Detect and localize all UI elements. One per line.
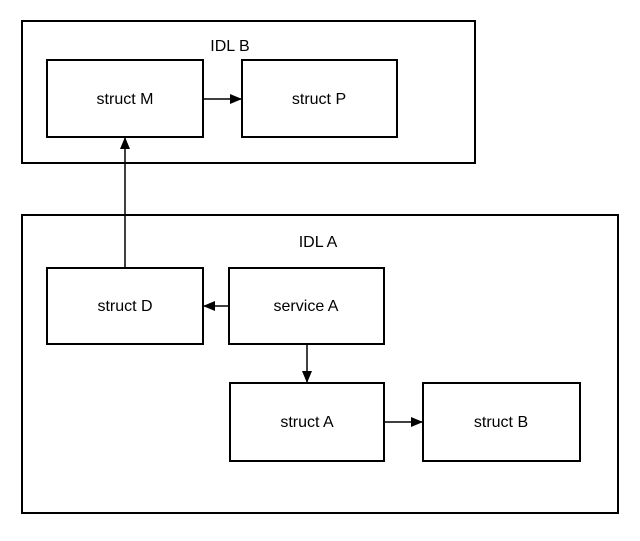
node-struct-b-label: struct B — [474, 414, 528, 431]
container-idl-b-label: IDL B — [210, 38, 249, 55]
node-struct-b — [422, 382, 581, 462]
node-struct-a — [229, 382, 385, 462]
node-struct-m — [46, 59, 204, 138]
node-struct-p — [241, 59, 398, 138]
node-struct-a-label: struct A — [280, 414, 334, 431]
node-service-a-label: service A — [274, 298, 339, 315]
node-struct-d-label: struct D — [97, 298, 152, 315]
container-idl-a — [21, 214, 619, 514]
container-idl-a-label: IDL A — [299, 234, 338, 251]
node-struct-m-label: struct M — [97, 91, 154, 108]
node-struct-p-label: struct P — [292, 91, 346, 108]
